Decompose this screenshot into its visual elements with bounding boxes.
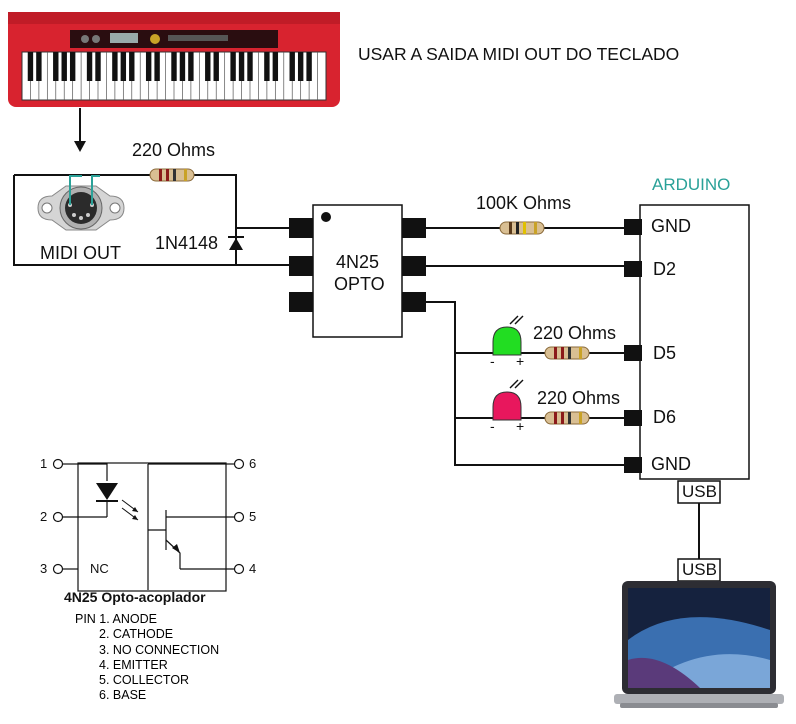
opto-label-line1: 4N25 — [336, 252, 380, 272]
led-red-minus: - — [490, 418, 495, 434]
midi-out-label: MIDI OUT — [40, 243, 121, 263]
pinout-title: 4N25 Opto-acoplador — [64, 589, 206, 605]
pinout-diagram — [63, 462, 234, 592]
pinout-pin-5: 5 — [249, 509, 257, 524]
resistor-midi — [149, 168, 195, 182]
opto-resistor-label: 100K Ohms — [476, 193, 572, 213]
led-red-plus: + — [516, 418, 525, 434]
arduino-board — [624, 204, 750, 480]
led-red-resistor-label: 220 Ohms — [537, 388, 621, 408]
laptop-usb-label: USB — [682, 560, 717, 579]
keyboard-icon — [8, 12, 340, 107]
top-note: USAR A SAIDA MIDI OUT DO TECLADO — [358, 44, 680, 64]
laptop-icon — [614, 581, 784, 708]
arduino-pin-gnd-2: GND — [651, 454, 691, 474]
pinout-list: PIN 1. ANODE 2. CATHODE 3. NO CONNECTION… — [75, 612, 219, 704]
resistor-led-red — [544, 411, 590, 425]
led-green-symbol — [492, 315, 524, 356]
pinout-pin-6: 6 — [249, 456, 257, 471]
led-green-plus: + — [516, 353, 525, 369]
pinout-pin-4: 4 — [249, 561, 257, 576]
pinout-list-item: 5. COLLECTOR — [99, 673, 190, 688]
pinout-list-item: PIN 1. ANODE — [75, 612, 157, 626]
pinout-pin-1: 1 — [40, 456, 48, 471]
opto-label-line2: OPTO — [334, 274, 385, 294]
arduino-pin-d6: D6 — [653, 407, 677, 427]
diode-label: 1N4148 — [155, 233, 219, 253]
led-green-minus: - — [490, 353, 495, 369]
pinout-pin-3: 3 — [40, 561, 48, 576]
pinout-list-item: 2. CATHODE — [99, 627, 174, 642]
opto-output-wiring — [426, 227, 624, 466]
resistor-led-green — [544, 346, 590, 360]
led-red-symbol — [492, 379, 524, 421]
resistor-100k — [499, 221, 545, 235]
pinout-pin-2: 2 — [40, 509, 48, 524]
arduino-pin-d5: D5 — [653, 343, 677, 363]
pinout-list-item: 3. NO CONNECTION — [99, 642, 220, 657]
keyboard-arrow-head — [74, 141, 86, 152]
pinout-led-symbol — [96, 483, 180, 553]
arduino-pin-gnd-1: GND — [651, 216, 691, 236]
midi-din-connector-icon — [37, 175, 125, 231]
led-green-resistor-label: 220 Ohms — [533, 323, 617, 343]
pinout-nc-label: NC — [90, 561, 109, 576]
midi-resistor-label: 220 Ohms — [132, 140, 216, 160]
arduino-usb-label: USB — [682, 482, 717, 501]
arduino-title: ARDUINO — [652, 175, 731, 194]
pinout-list-item: 4. EMITTER — [99, 657, 168, 672]
diode-1n4148-symbol — [228, 236, 244, 250]
opto-4n25-chip — [289, 204, 426, 338]
pinout-list-item: 6. BASE — [99, 688, 147, 703]
pinout-pin-circles — [52, 458, 245, 575]
arduino-pin-d2: D2 — [653, 259, 677, 279]
